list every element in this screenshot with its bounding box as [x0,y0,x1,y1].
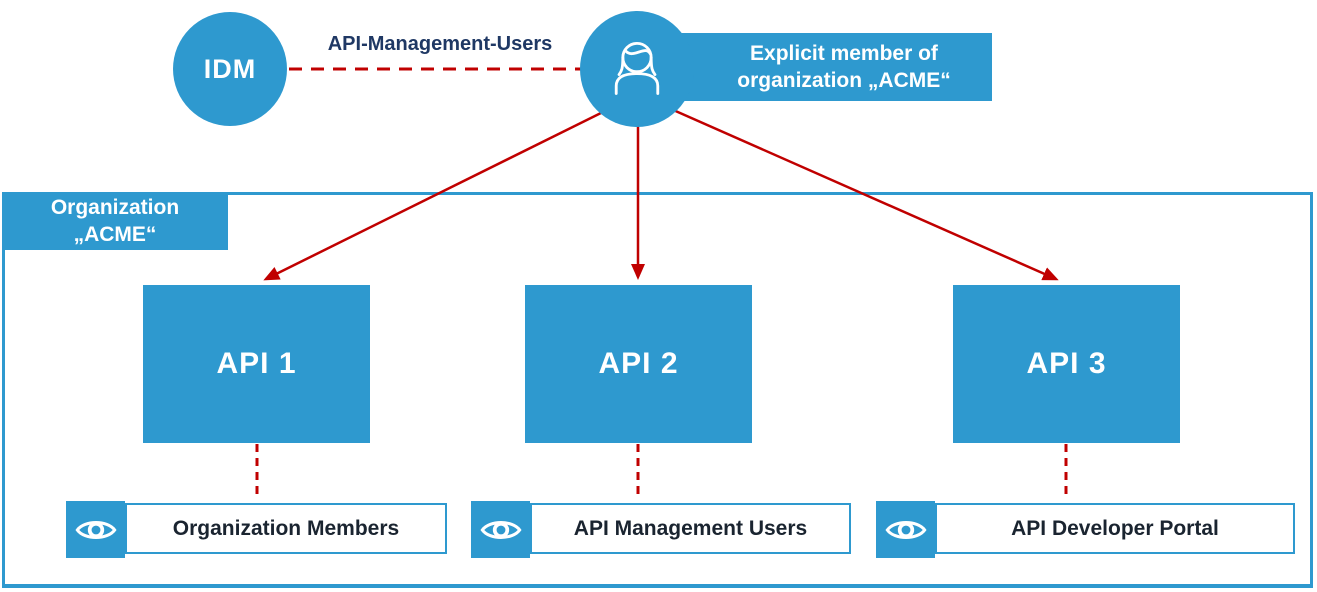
api-box-label: API 3 [1026,347,1107,380]
permission-label-api-dev-portal: API Developer Portal [935,503,1295,554]
permission-label-text: API Management Users [573,516,808,540]
user-member-label: Explicit member of organization „ACME“ [650,33,992,101]
permission-label-org-members: Organization Members [125,503,447,554]
api-box-1: API 1 [143,285,370,443]
idm-node: IDM [173,12,287,126]
idm-link-label: API-Management-Users [327,33,553,55]
permission-label-text: Organization Members [172,516,400,540]
permission-label-text: API Developer Portal [1011,516,1219,540]
permission-label-api-mgmt-users: API Management Users [530,503,851,554]
eye-icon [66,501,125,558]
api-box-label: API 1 [216,347,297,380]
api-box-3: API 3 [953,285,1180,443]
eye-icon [471,501,530,558]
api-box-2: API 2 [525,285,752,443]
user-node [580,11,694,127]
person-icon [603,33,671,106]
idm-node-label: IDM [203,53,257,84]
eye-icon [876,501,935,558]
organization-label: Organization „ACME“ [2,192,228,250]
api-box-label: API 2 [598,347,679,380]
